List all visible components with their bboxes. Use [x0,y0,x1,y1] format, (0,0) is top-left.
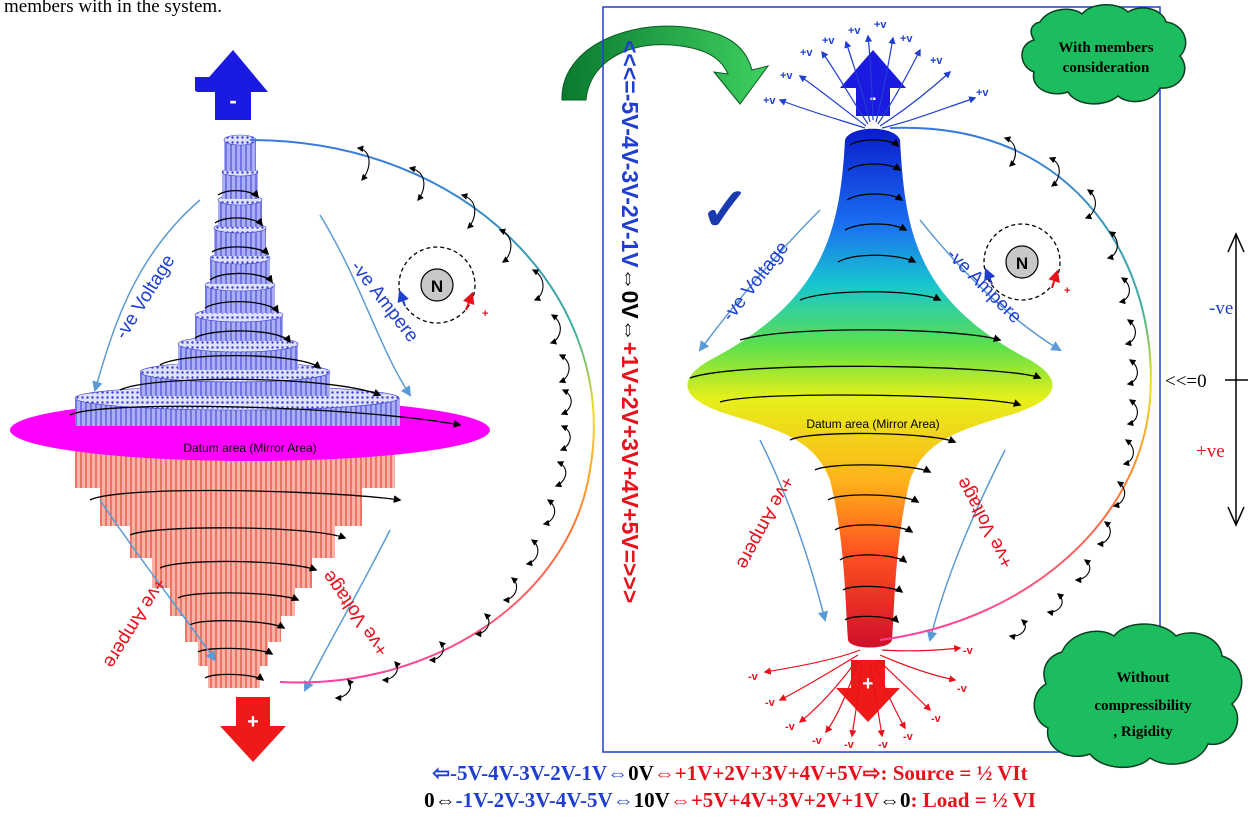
bottom-ray-label-10: -v [963,645,974,657]
right-bottom-arrow-sign: + [862,673,874,695]
cloud-without-compressibility: Without compressibility , Rigidity [1033,623,1243,769]
center-vertical-scale: <<<=-5V-4V-3V-2V-1V⇔0V⇔+1V+2V+3V+4V+5V=>… [617,40,643,603]
center-scale-neg: <<<=-5V-4V-3V-2V-1V [617,40,643,268]
right-check-mark: ✓ [700,176,750,243]
bottom-ray-label-2: -v [765,697,776,709]
right-magnet: N + [983,223,1070,301]
formula2-load: : Load = ½ VI [910,788,1036,812]
formula2-zero: ⇔0 [879,788,911,812]
center-scale-text: <<<=-5V-4V-3V-2V-1V⇔0V⇔+1V+2V+3V+4V+5V=>… [617,40,643,603]
right-top-arrow-sign: - [870,87,877,109]
right-bottom-rays [763,644,962,738]
right-bottom-arrow: + [836,660,900,722]
top-ray-label-9: +v [976,87,989,99]
formula1-red: +1V+2V+3V+4V+5V⇨: Source = ½ VIt [674,761,1028,785]
side-scale-neg: -ve [1209,298,1233,319]
top-ray-label-3: +v [800,47,813,59]
right-magnet-plus: + [1064,285,1070,297]
left-top-arrow: - [195,50,268,120]
bottom-ray-label-8: -v [931,713,942,725]
top-ray-label-6: +v [874,19,887,31]
formula2-start: 0⇔ [424,788,456,812]
cloud-top-line-2: consideration [1063,60,1150,76]
formula-source: ⇦-5V-4V-3V-2V-1V⇔0V⇔+1V+2V+3V+4V+5V⇨: So… [0,761,1250,786]
side-scale-zero: <<=0 [1165,371,1207,392]
cloud-bottom-line-3: , Rigidity [1113,724,1173,740]
top-ray-label-4: +v [822,35,835,47]
bottom-ray-label-5: -v [844,739,855,751]
right-field-arrows [1003,136,1138,641]
left-magnet-plus: + [482,308,488,320]
top-ray-label-5: +v [848,25,861,37]
side-scale-pos: +ve [1196,441,1225,462]
right-pos-voltage-label: +ve Voltage [952,474,1017,572]
intro-text: members with in the system. [4,0,222,17]
right-funnel [687,128,1053,648]
right-spiral-lines [689,138,1042,624]
left-bottom-arrow: + [220,697,286,762]
left-top-arrow-sign: - [229,88,236,113]
left-field-arrows [334,145,572,702]
bottom-ray-label-6: -v [878,739,889,751]
bottom-ray-label-3: -v [785,721,796,733]
cloud-bottom-line-1: Without [1116,670,1169,686]
center-curved-arrow [561,25,770,105]
right-bottom-ray-labels: -v -v -v -v -v -v -v -v -v -v [748,645,974,751]
side-scale: -ve <<=0 +ve [1165,232,1248,527]
left-magnet-label: N [431,277,443,296]
right-pos-ampere-label: +ve Ampere [732,473,798,573]
right-diagram: ✓ - +v +v +v +v +v +v +v +v [602,4,1243,769]
right-top-rays [778,34,977,129]
left-bottom-arrow-sign: + [247,711,259,733]
right-frame [602,6,1161,753]
center-scale-zero: ⇔0V⇔ [617,268,643,342]
top-ray-label-2: +v [780,70,793,82]
left-outer-arc [249,139,595,684]
formula1-zero: 0V [628,761,654,785]
left-pos-ampere-label: +ve Ampere [99,574,171,672]
right-magnet-label: N [1016,254,1028,273]
formula2-blue: -1V-2V-3V-4V-5V⇔ [455,788,634,812]
formula1-blue: ⇦-5V-4V-3V-2V-1V⇔ [432,761,629,785]
bottom-ray-label-4: -v [812,735,823,747]
left-datum-label: Datum area (Mirror Area) [183,441,316,455]
bottom-ray-label-7: -v [903,731,914,743]
formula2-ten: 10V [633,788,670,812]
bottom-ray-label-1: -v [748,671,759,683]
right-top-ray-labels: +v +v +v +v +v +v +v +v +v [763,19,989,107]
cloud-with-members: With members consideration [1021,4,1187,105]
center-scale-pos: +1V+2V+3V+4V+5V=>>> [617,342,643,604]
bottom-ray-label-9: -v [957,683,968,695]
left-pos-voltage-label: +ve Voltage [318,566,392,660]
top-ray-label-7: +v [900,33,913,45]
left-blue-stack [74,134,400,426]
left-diagram: - + Datum area (Mirror Area) [10,50,595,762]
left-spiral-lines [69,189,462,681]
cloud-bottom-line-2: compressibility [1094,698,1192,714]
formula-load: 0⇔-1V-2V-3V-4V-5V⇔10V⇔+5V+4V+3V+2V+1V⇔0:… [0,788,1250,813]
top-ray-label-1: +v [763,95,776,107]
left-magnet: N + [397,246,488,324]
formula1-mid: ⇔ [653,761,675,785]
right-outer-arc [879,126,1152,641]
left-neg-ampere-label: -ve Ampere [346,257,422,346]
cloud-top-line-1: With members [1058,40,1153,56]
top-ray-label-8: +v [930,55,943,67]
formula2-mid: ⇔ [669,788,691,812]
right-datum-label: Datum area (Mirror Area) [806,417,939,431]
formula2-red: +5V+4V+3V+2V+1V [690,788,880,812]
